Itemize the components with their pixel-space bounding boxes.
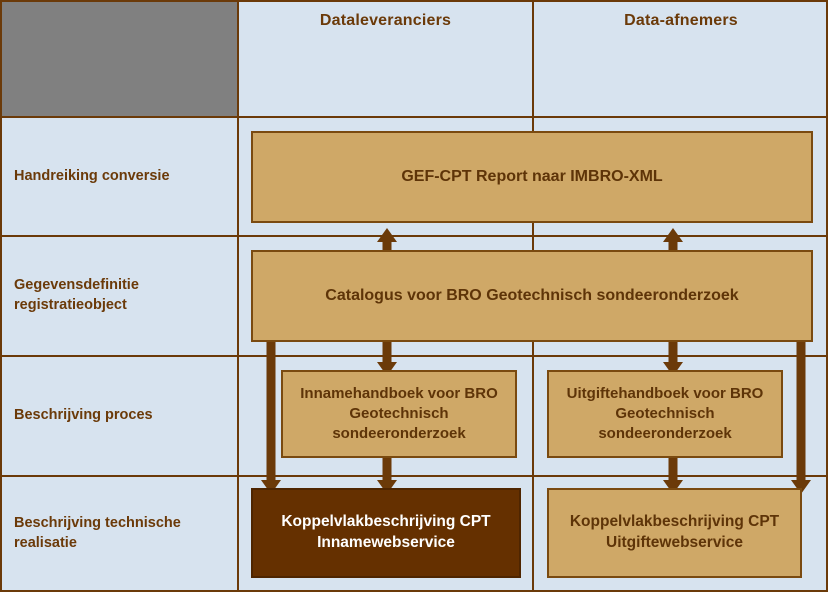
grid-vline-left-column <box>237 0 239 592</box>
row-label-handreiking-conversie: Handreiking conversie <box>14 167 170 184</box>
grid-hline-4 <box>0 475 828 477</box>
row-label-beschrijving-technische-realisatie: Beschrijving technische realisatie <box>14 515 181 551</box>
box-catalogus-label: Catalogus voor BRO Geotechnisch sondeero… <box>325 287 739 305</box>
row-label-beschrijving-proces: Beschrijving proces <box>14 407 153 424</box>
grid-hline-bottom <box>0 590 828 592</box>
connector-catalogus-to-koppelvlak-uitgifte <box>791 336 811 494</box>
grid-hline-top <box>0 0 828 2</box>
box-koppelvlak-uitgiftewebservice[interactable]: Koppelvlakbeschrijving CPT Uitgiftewebse… <box>547 488 802 578</box>
column-header-dataleveranciers: Dataleveranciers <box>319 12 452 29</box>
box-koppelvlak-uitgiftewebservice-label: Koppelvlakbeschrijving CPT Uitgiftewebse… <box>569 513 780 551</box>
box-innamehandboek[interactable]: Innamehandboek voor BRO Geotechnisch son… <box>281 370 517 458</box>
box-innamehandboek-label: Innamehandboek voor BRO Geotechnisch son… <box>300 384 498 443</box>
box-uitgiftehandboek[interactable]: Uitgiftehandboek voor BRO Geotechnisch s… <box>547 370 783 458</box>
grid-hline-3 <box>0 355 828 357</box>
box-uitgiftehandboek-label: Uitgiftehandboek voor BRO Geotechnisch s… <box>566 384 764 443</box>
row-label-gegevensdefinitie-registratieobject: Gegevensdefinitie registratieobject <box>14 277 139 313</box>
grid-hline-1 <box>0 116 828 118</box>
grid-vline-edge-left <box>0 0 2 592</box>
grid-vline-edge-right <box>826 0 828 592</box>
box-catalogus[interactable]: Catalogus voor BRO Geotechnisch sondeero… <box>251 250 813 342</box>
header-corner-cell <box>0 0 237 117</box>
column-header-data-afnemers: Data-afnemers <box>624 12 738 29</box>
box-koppelvlak-innamewebservice-label: Koppelvlakbeschrijving CPT Innamewebserv… <box>281 513 491 551</box>
grid-hline-2 <box>0 235 828 237</box>
box-koppelvlak-innamewebservice[interactable]: Koppelvlakbeschrijving CPT Innamewebserv… <box>251 488 521 578</box>
box-gef-cpt-report-label: GEF-CPT Report naar IMBRO-XML <box>401 168 663 186</box>
box-gef-cpt-report[interactable]: GEF-CPT Report naar IMBRO-XML <box>251 131 813 223</box>
connector-catalogus-to-koppelvlak-inname <box>261 336 281 494</box>
